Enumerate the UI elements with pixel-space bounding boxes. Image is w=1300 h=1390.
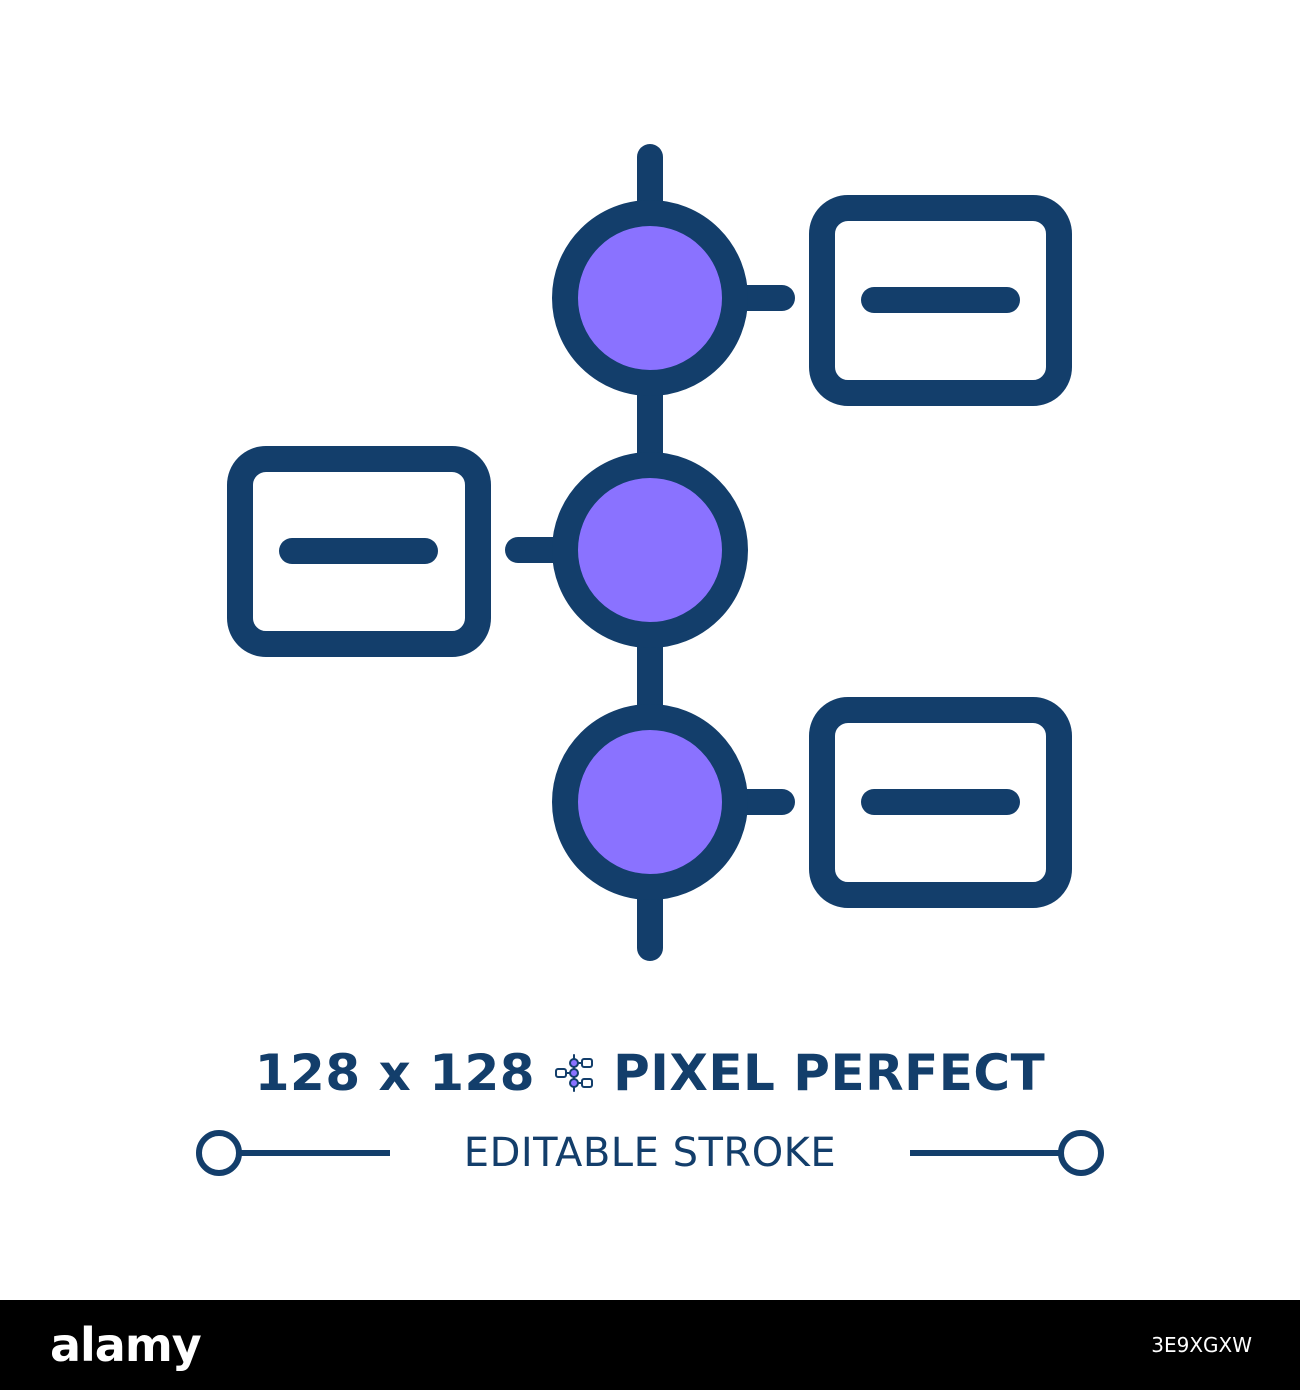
- right-handle-circle: [1058, 1130, 1104, 1176]
- timeline-node-3: [552, 704, 748, 900]
- editable-stroke-label: EDITABLE STROKE: [463, 1130, 837, 1176]
- headline: 128 x 128 PIXEL PERFECT: [0, 1038, 1300, 1108]
- timeline-node-2: [552, 452, 748, 648]
- editable-stroke-row: EDITABLE STROKE: [0, 1118, 1300, 1188]
- footer-bar: alamy 3E9XGXW: [0, 1300, 1300, 1390]
- quality-label: PIXEL PERFECT: [613, 1044, 1046, 1102]
- image-id: 3E9XGXW: [1151, 1333, 1252, 1357]
- brand-logo: alamy: [50, 1318, 202, 1372]
- timeline-node-1: [552, 200, 748, 396]
- left-handle-circle: [196, 1130, 242, 1176]
- timeline-mini-icon: [555, 1054, 594, 1092]
- size-label: 128 x 128: [254, 1044, 536, 1102]
- timeline-icon: [227, 144, 1072, 961]
